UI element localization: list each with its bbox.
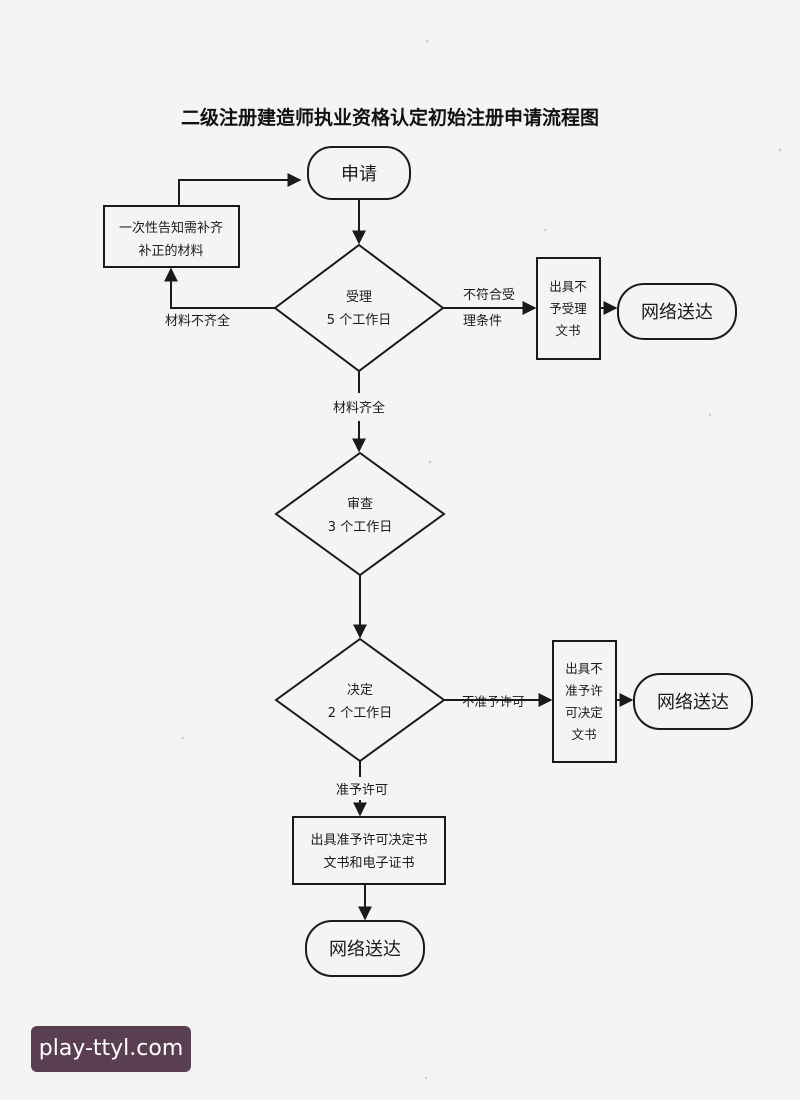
node-deny-doc: 出具不 准予许 可决定 文书	[552, 640, 617, 763]
node-deliver-1: 网络送达	[617, 283, 737, 340]
node-notify-line2: 补正的材料	[138, 243, 203, 259]
node-reject-accept-line2: 予受理	[549, 301, 587, 316]
node-apply: 申请	[307, 146, 411, 200]
watermark-badge: play-ttyl.com	[31, 1026, 191, 1072]
node-reject-accept-doc: 出具不 予受理 文书	[536, 257, 601, 360]
node-deny-doc-line1: 出具不	[565, 661, 603, 676]
edge-label-not-approved: 不准予许可	[462, 694, 525, 709]
node-accept-line2: 5 个工作日	[327, 313, 391, 328]
node-notify-line1: 一次性告知需补齐	[119, 220, 223, 236]
node-deliver-3: 网络送达	[305, 920, 425, 977]
node-deny-doc-line3: 可决定	[565, 705, 603, 720]
node-review-line1: 审查	[347, 497, 373, 512]
node-accept: 受理 5 个工作日	[273, 243, 445, 373]
edge-notify-to-apply	[178, 173, 302, 206]
node-notify-supplement: 一次性告知需补齐 补正的材料	[103, 205, 240, 268]
node-decide: 决定 2 个工作日	[274, 637, 446, 763]
edge-accept-to-notify	[164, 267, 275, 309]
node-reject-accept-line1: 出具不	[549, 279, 587, 294]
node-deliver-1-label: 网络送达	[641, 302, 713, 323]
edge-label-complete: 材料齐全	[333, 400, 385, 416]
node-approve-doc-line1: 出具准予许可决定书	[310, 833, 427, 848]
node-decide-line1: 决定	[347, 683, 373, 698]
node-review-line2: 3 个工作日	[328, 520, 392, 535]
node-review: 审查 3 个工作日	[274, 451, 446, 577]
edge-label-approved: 准予许可	[336, 783, 388, 798]
node-apply-label: 申请	[341, 164, 377, 185]
edge-label-not-meet-line1: 不符合受	[463, 287, 515, 303]
edge-label-incomplete: 材料不齐全	[165, 313, 230, 329]
node-approve-doc-line2: 文书和电子证书	[323, 856, 414, 871]
node-approve-doc: 出具准予许可决定书 文书和电子证书	[292, 816, 446, 885]
node-deliver-2: 网络送达	[633, 673, 753, 730]
node-deliver-2-label: 网络送达	[657, 692, 729, 713]
node-accept-line1: 受理	[346, 290, 372, 305]
node-deliver-3-label: 网络送达	[329, 939, 401, 960]
node-deny-doc-line4: 文书	[571, 727, 596, 742]
node-decide-line2: 2 个工作日	[328, 706, 392, 721]
node-reject-accept-line3: 文书	[555, 323, 580, 338]
page-title: 二级注册建造师执业资格认定初始注册申请流程图	[181, 106, 599, 129]
node-deny-doc-line2: 准予许	[565, 683, 603, 698]
edge-label-not-meet-line2: 理条件	[463, 313, 502, 329]
